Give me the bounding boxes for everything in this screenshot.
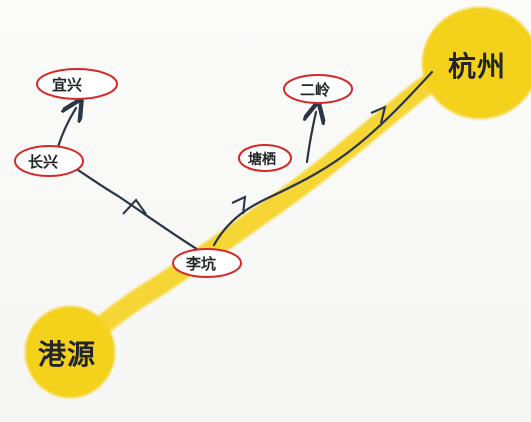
route-arrow-2 — [231, 195, 247, 215]
endpoint-west-label: 港源 — [38, 338, 96, 371]
node-changxing-label: 长兴 — [28, 153, 58, 171]
endpoint-east: 杭州 — [422, 7, 531, 119]
node-erling: 二岭 — [283, 74, 353, 104]
node-lijia: 李坑 — [172, 248, 242, 278]
endpoint-west: 港源 — [25, 306, 115, 398]
node-erling-label: 二岭 — [300, 81, 330, 99]
route-branch-left — [76, 168, 210, 258]
node-tangqi: 塘栖 — [238, 144, 292, 172]
main-yellow-band — [60, 38, 495, 365]
node-yixing: 宜兴 — [36, 68, 118, 100]
route-branch-up-right — [307, 112, 316, 164]
endpoint-east-label: 杭州 — [448, 50, 506, 83]
route-arrow-3 — [122, 198, 147, 215]
route-arrow-1 — [370, 105, 387, 124]
node-lijia-label: 李坑 — [185, 255, 216, 273]
node-changxing: 长兴 — [14, 145, 84, 177]
node-tangqi-label: 塘栖 — [248, 151, 276, 168]
node-yixing-label: 宜兴 — [52, 76, 82, 94]
route-branch-up-left — [56, 108, 76, 149]
